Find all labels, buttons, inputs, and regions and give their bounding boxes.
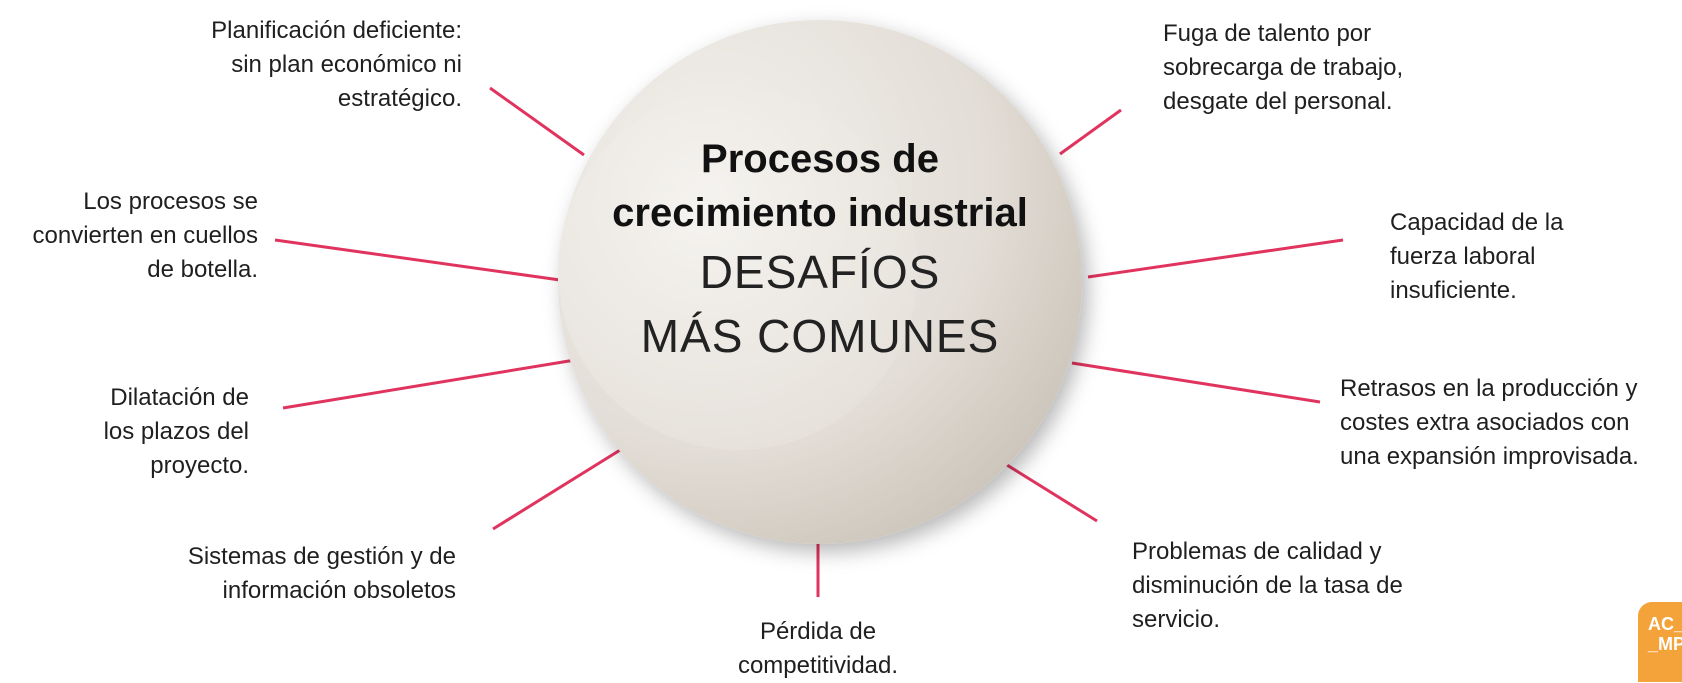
subtitle-line-2: MÁS COMUNES	[640, 310, 1000, 362]
label-competitividad: Pérdida de competitividad.	[737, 618, 899, 679]
connector-cuellos	[274, 238, 561, 282]
central-circle	[558, 20, 1082, 544]
label-retrasos: Retrasos en la producción y costes extra…	[1340, 375, 1639, 470]
connector-plazos	[282, 358, 576, 410]
connector-fuga	[1059, 108, 1122, 156]
label-cuellos: Los procesos se convierten en cuellos de…	[32, 188, 258, 283]
title-line-2: crecimiento industrial	[612, 191, 1028, 235]
connector-capacidad	[1087, 238, 1344, 279]
label-fuga: Fuga de talento por sobrecarga de trabaj…	[1163, 20, 1404, 115]
connector-lines	[274, 86, 1344, 597]
brand-badge-logo: AC_ _MP	[1638, 602, 1682, 682]
subtitle-line-1: DESAFÍOS	[699, 246, 941, 298]
label-planificacion: Planificación deficiente: sin plan econó…	[211, 17, 462, 112]
label-plazos: Dilatación de los plazos del proyecto.	[103, 384, 249, 479]
label-sistemas: Sistemas de gestión y de información obs…	[187, 543, 456, 604]
connector-sistemas	[492, 445, 626, 531]
connector-planificacion	[489, 86, 585, 157]
label-calidad: Problemas de calidad y disminución de la…	[1132, 538, 1403, 633]
label-capacidad: Capacidad de la fuerza laboral insuficie…	[1390, 209, 1564, 304]
central-title: Procesos de crecimiento industrial DESAF…	[560, 132, 1080, 368]
title-line-1: Procesos de	[701, 137, 939, 181]
connector-calidad	[1006, 463, 1098, 523]
connector-retrasos	[1071, 361, 1321, 404]
